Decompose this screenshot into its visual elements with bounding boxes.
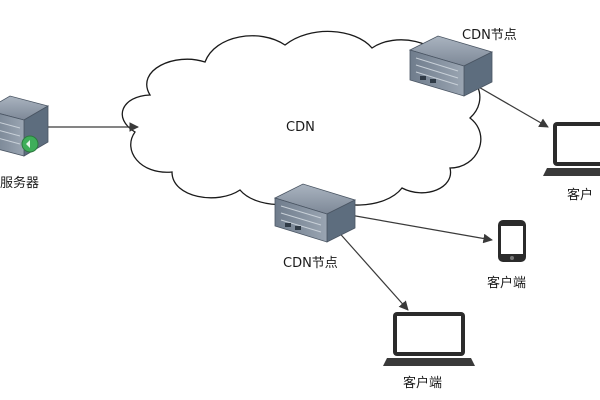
client-bottom-label: 客户端 (403, 376, 443, 391)
client-right-label: 客户 (567, 188, 594, 203)
cdn-cloud (121, 30, 482, 206)
cdn-node-center-label: CDN节点 (283, 256, 338, 271)
smartphone-icon (498, 220, 526, 262)
cdn-node-top-icon (408, 35, 494, 97)
edge-centernode-to-phone (349, 214, 493, 244)
edge-topnode-to-laptop (469, 81, 549, 128)
cdn-node-top-label: CDN节点 (462, 28, 517, 43)
server-rack-icon (0, 95, 50, 157)
client-phone-label: 客户端 (487, 276, 527, 291)
origin-server-label: o服务器 (0, 176, 39, 191)
laptop-bottom-icon (383, 312, 475, 366)
cdn-node-center-icon (273, 183, 357, 243)
laptop-icon (543, 122, 600, 176)
cloud-label: CDN (286, 120, 315, 135)
edge-centernode-to-laptop-bottom (334, 227, 409, 311)
